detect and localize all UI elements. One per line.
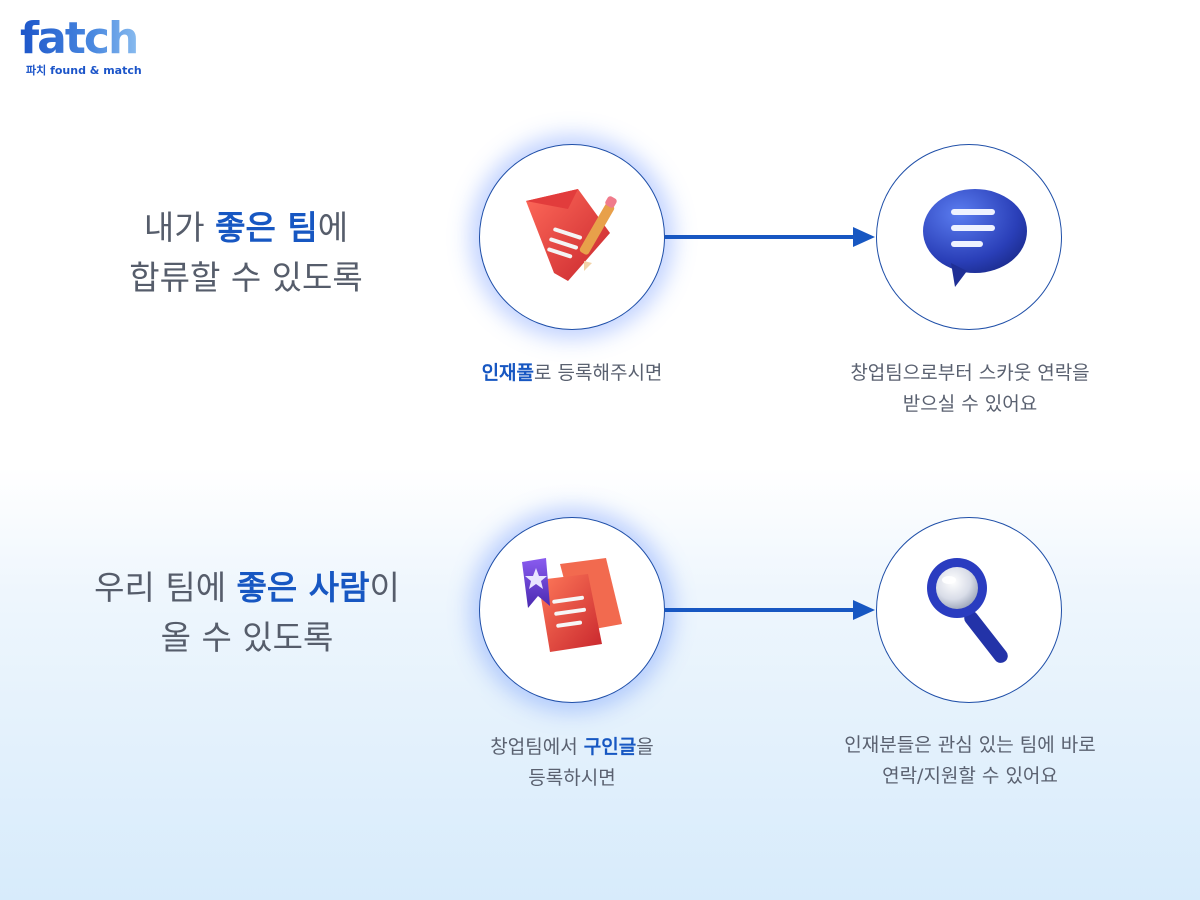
section1-headline-line2: 합류할 수 있도록	[129, 258, 363, 297]
arrow-right-icon	[665, 227, 875, 247]
arrow-right-icon	[665, 600, 875, 620]
section1-headline-highlight: 좋은 팀	[215, 208, 318, 247]
section2-headline-line1: 우리 팀에 좋은 사람이	[94, 568, 400, 607]
section2-headline-line2: 올 수 있도록	[160, 618, 334, 657]
section2-step1-circle	[479, 517, 665, 703]
section1-step1-caption: 인재풀로 등록해주시면	[481, 362, 663, 384]
section2-step2-caption: 인재분들은 관심 있는 팀에 바로 연락/지원할 수 있어요	[844, 734, 1096, 787]
section2-step2-circle	[876, 517, 1062, 703]
section2-headline-highlight: 좋은 사람	[236, 568, 370, 607]
bookmark-documents-icon	[522, 558, 622, 652]
section1-step1-circle	[479, 144, 665, 330]
fatch-logo: fatch 파치 found & match	[20, 16, 142, 78]
section1-headline: 내가 좋은 팀에 합류할 수 있도록	[96, 203, 396, 303]
chat-bubble-icon	[923, 189, 1027, 287]
job-post-highlight: 구인글	[583, 736, 637, 758]
section2-step1-caption: 창업팀에서 구인글을 등록하시면	[490, 736, 654, 789]
talent-pool-highlight: 인재풀	[481, 362, 535, 384]
section2-headline: 우리 팀에 좋은 사람이 올 수 있도록	[62, 563, 432, 663]
logo-wordmark: fatch	[20, 16, 142, 62]
pencil-document-icon	[526, 189, 617, 281]
section1-step2-caption: 창업팀으로부터 스카웃 연락을 받으실 수 있어요	[850, 362, 1090, 415]
magnifier-icon	[927, 558, 1008, 663]
section1-step2-circle	[876, 144, 1062, 330]
logo-tagline: 파치 found & match	[26, 64, 142, 77]
section1-headline-line1: 내가 좋은 팀에	[143, 208, 349, 247]
